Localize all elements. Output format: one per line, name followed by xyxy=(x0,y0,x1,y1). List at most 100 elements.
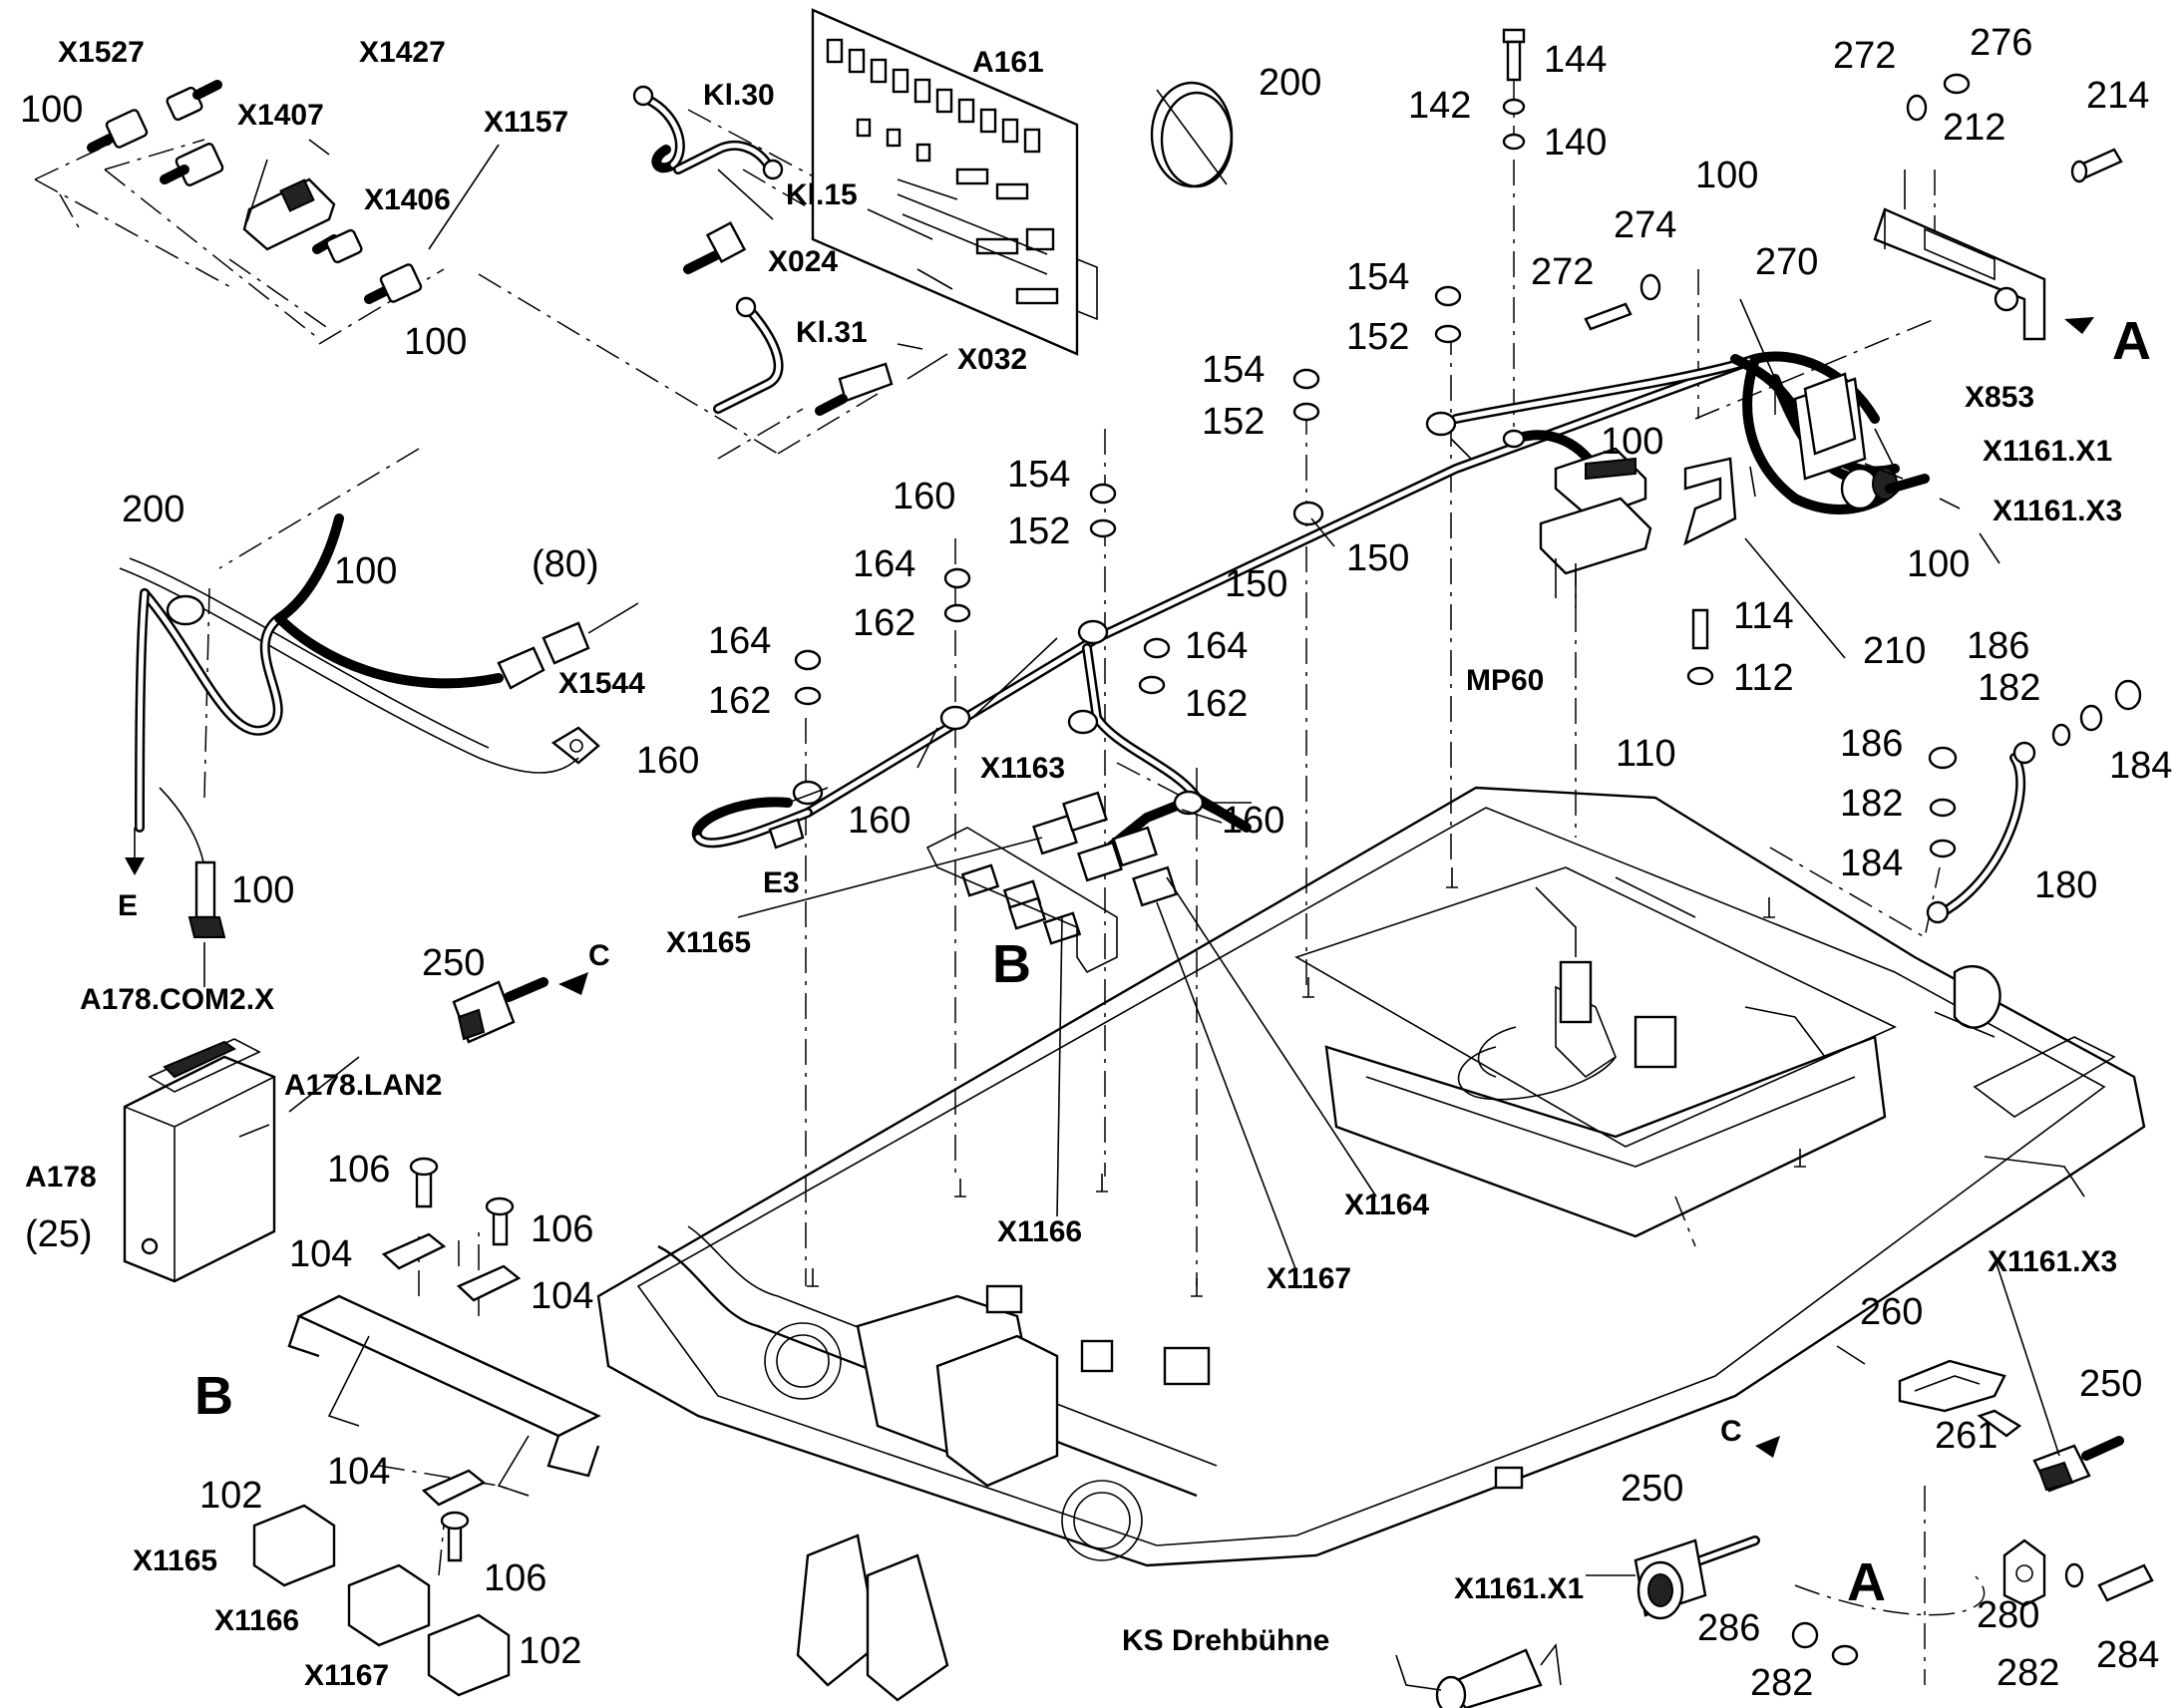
cable-tie xyxy=(1150,81,1234,188)
label-c-b: C xyxy=(1720,1415,1742,1448)
platform-chassis xyxy=(596,786,2146,1702)
label-276: 276 xyxy=(1970,22,2032,64)
label-a178lan2: A178.LAN2 xyxy=(284,1069,442,1102)
label-144: 144 xyxy=(1544,39,1607,81)
label-25: (25) xyxy=(25,1213,93,1255)
top-left-connectors xyxy=(87,80,423,304)
label-100-f: 100 xyxy=(334,550,397,592)
label-leaders xyxy=(203,139,2060,1691)
label-200-b: 200 xyxy=(122,489,184,530)
label-210: 210 xyxy=(1863,630,1926,672)
label-164-b: 164 xyxy=(708,620,771,662)
label-100-d: 100 xyxy=(1907,543,1970,585)
label-250-b: 250 xyxy=(2079,1363,2142,1405)
main-harness xyxy=(691,351,1900,974)
bracket-b-detail xyxy=(252,1157,601,1697)
label-112: 112 xyxy=(1733,657,1794,699)
label-x1166-main: X1166 xyxy=(997,1215,1082,1248)
label-102-b: 102 xyxy=(519,1630,581,1672)
label-ref-a-detail: A xyxy=(1847,1552,1886,1612)
label-x1164: X1164 xyxy=(1344,1189,1429,1221)
label-x1406: X1406 xyxy=(364,183,451,216)
label-214: 214 xyxy=(2086,75,2149,117)
label-106-c: 106 xyxy=(484,1557,546,1599)
label-a178com2x: A178.COM2.X xyxy=(80,983,274,1016)
label-261: 261 xyxy=(1935,1415,1998,1457)
label-104-a: 104 xyxy=(289,1233,352,1275)
label-mp60: MP60 xyxy=(1466,664,1544,697)
label-182-a: 182 xyxy=(1978,667,2040,709)
label-150-a: 150 xyxy=(1346,537,1409,579)
label-280: 280 xyxy=(1977,1594,2039,1636)
label-160-a: 160 xyxy=(893,476,955,517)
label-180: 180 xyxy=(2034,864,2097,906)
label-80: (80) xyxy=(532,543,599,585)
label-106-b: 106 xyxy=(531,1208,593,1250)
label-a178: A178 xyxy=(25,1161,97,1194)
label-284: 284 xyxy=(2096,1634,2159,1676)
label-200-a: 200 xyxy=(1259,62,1321,104)
label-272-b: 272 xyxy=(1531,251,1594,293)
label-x1167-detail: X1167 xyxy=(304,1659,389,1692)
label-250-a: 250 xyxy=(422,942,485,984)
label-e3: E3 xyxy=(763,866,800,899)
detail-a xyxy=(1435,1359,2154,1708)
label-272-a: 272 xyxy=(1833,35,1896,77)
label-152-b: 152 xyxy=(1202,401,1265,443)
label-x1407: X1407 xyxy=(237,99,324,132)
label-152-c: 152 xyxy=(1007,511,1070,552)
label-110: 110 xyxy=(1616,733,1676,775)
label-162-c: 162 xyxy=(1185,683,1248,725)
reference-arrows xyxy=(125,317,2094,1458)
label-250-c: 250 xyxy=(1621,1468,1683,1510)
label-x1157: X1157 xyxy=(484,106,568,139)
label-x1161x3-detail: X1161.X3 xyxy=(1988,1245,2117,1278)
label-186-b: 186 xyxy=(1840,723,1903,765)
label-100-g: 100 xyxy=(231,869,294,911)
relay-bracket xyxy=(1539,447,1737,608)
label-x1427: X1427 xyxy=(359,36,446,69)
label-ks-drehbuehne: KS Drehbühne xyxy=(1122,1624,1329,1657)
label-100-e: 100 xyxy=(1601,421,1663,463)
label-x1167-main: X1167 xyxy=(1267,1262,1351,1295)
label-x1527: X1527 xyxy=(58,36,145,69)
label-kl30: Kl.30 xyxy=(703,79,775,112)
label-152-a: 152 xyxy=(1346,316,1409,358)
label-x032: X032 xyxy=(957,343,1027,376)
label-x1166-detail: X1166 xyxy=(214,1604,299,1637)
label-x1163: X1163 xyxy=(980,752,1065,785)
label-x024: X024 xyxy=(768,245,838,278)
label-286: 286 xyxy=(1697,1607,1760,1649)
label-154-a: 154 xyxy=(1346,256,1409,298)
label-162-a: 162 xyxy=(853,602,915,644)
label-x1544: X1544 xyxy=(558,667,645,700)
label-160-d: 160 xyxy=(1222,800,1284,842)
label-282-b: 282 xyxy=(1750,1662,1813,1704)
label-x1165-detail: X1165 xyxy=(133,1544,217,1577)
label-114: 114 xyxy=(1733,595,1794,637)
label-x1165-main: X1165 xyxy=(666,926,751,959)
label-140: 140 xyxy=(1544,122,1607,164)
label-184-b: 184 xyxy=(1840,843,1903,884)
label-184-a: 184 xyxy=(2109,745,2172,787)
label-x853: X853 xyxy=(1965,381,2034,414)
label-100-a: 100 xyxy=(20,89,83,131)
label-x1161x1-detail: X1161.X1 xyxy=(1454,1572,1584,1605)
label-186-a: 186 xyxy=(1967,625,2029,667)
label-282-a: 282 xyxy=(1997,1652,2059,1694)
label-182-b: 182 xyxy=(1840,783,1903,825)
label-212: 212 xyxy=(1943,107,2005,149)
label-154-c: 154 xyxy=(1007,454,1070,496)
label-100-b: 100 xyxy=(404,321,467,363)
label-164-a: 164 xyxy=(853,543,915,585)
label-162-b: 162 xyxy=(708,680,771,722)
left-harness xyxy=(119,513,639,1283)
label-x1161x1-top: X1161.X1 xyxy=(1983,435,2112,468)
label-e: E xyxy=(118,889,138,922)
label-160-c: 160 xyxy=(848,800,910,842)
hardware-top xyxy=(794,28,2142,924)
label-x1161x3-top: X1161.X3 xyxy=(1993,495,2122,527)
label-104-b: 104 xyxy=(531,1275,593,1317)
labels: X1527 100 X1427 X1407 X1157 X1406 100 Kl… xyxy=(20,22,2172,1704)
